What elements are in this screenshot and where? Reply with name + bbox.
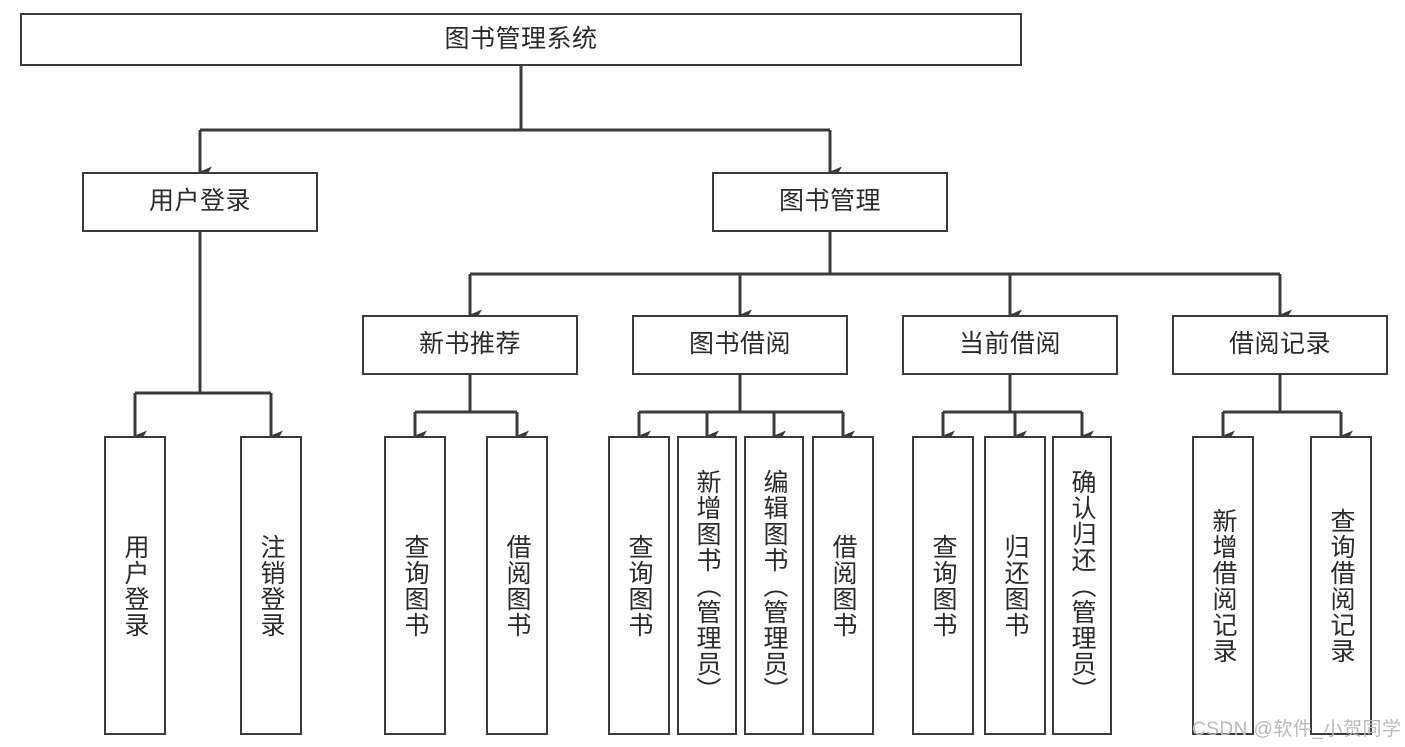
node-borrow-record-label: 借阅记录 [1228,330,1331,359]
leaf-record-add-label: 新增借阅记录 [1209,507,1237,664]
leaf-borrow-add-book-admin-label: 新增图书（管理员） [693,468,721,703]
node-new-book-recommend-label: 新书推荐 [418,330,521,359]
leaf-borrow-edit-book-admin-label: 编辑图书（管理员） [760,468,788,703]
node-user-login-module-label: 用户登录 [148,187,251,216]
leaf-borrow-edit-book-admin[interactable]: 编辑图书（管理员） [744,436,804,735]
node-book-management-module[interactable]: 图书管理 [712,172,948,232]
node-user-login-module[interactable]: 用户登录 [82,172,318,232]
leaf-user-login-label: 用户登录 [121,533,149,638]
leaf-borrow-borrow-book[interactable]: 借阅图书 [812,436,874,735]
leaf-record-query[interactable]: 查询借阅记录 [1310,436,1372,735]
leaf-current-confirm-return-admin[interactable]: 确认归还（管理员） [1052,436,1112,735]
node-new-book-recommend[interactable]: 新书推荐 [362,315,578,375]
node-root[interactable]: 图书管理系统 [20,13,1022,66]
leaf-new-query-book-label: 查询图书 [401,533,429,638]
leaf-current-return-book[interactable]: 归还图书 [984,436,1046,735]
node-book-borrow[interactable]: 图书借阅 [632,315,848,375]
leaf-user-logout-label: 注销登录 [257,533,285,638]
node-borrow-record[interactable]: 借阅记录 [1172,315,1388,375]
leaf-current-confirm-return-admin-label: 确认归还（管理员） [1068,468,1096,703]
node-current-borrow[interactable]: 当前借阅 [902,315,1118,375]
leaf-user-logout[interactable]: 注销登录 [240,436,302,735]
leaf-borrow-add-book-admin[interactable]: 新增图书（管理员） [677,436,737,735]
leaf-new-borrow-book-label: 借阅图书 [503,533,531,638]
csdn-watermark: CSDN @软件_小贺同学 [1192,719,1402,740]
node-book-borrow-label: 图书借阅 [688,330,791,359]
leaf-user-login[interactable]: 用户登录 [104,436,166,735]
leaf-borrow-query-book-label: 查询图书 [625,533,653,638]
node-book-management-module-label: 图书管理 [778,187,881,216]
node-root-label: 图书管理系统 [444,24,598,53]
leaf-current-return-book-label: 归还图书 [1001,533,1029,638]
leaf-current-query-book-label: 查询图书 [929,533,957,638]
leaf-new-query-book[interactable]: 查询图书 [384,436,446,735]
leaf-record-add[interactable]: 新增借阅记录 [1192,436,1254,735]
leaf-borrow-query-book[interactable]: 查询图书 [608,436,670,735]
leaf-new-borrow-book[interactable]: 借阅图书 [486,436,548,735]
node-current-borrow-label: 当前借阅 [958,330,1061,359]
leaf-current-query-book[interactable]: 查询图书 [912,436,974,735]
leaf-borrow-borrow-book-label: 借阅图书 [829,533,857,638]
leaf-record-query-label: 查询借阅记录 [1327,507,1355,664]
tree-connectors [133,66,1353,442]
